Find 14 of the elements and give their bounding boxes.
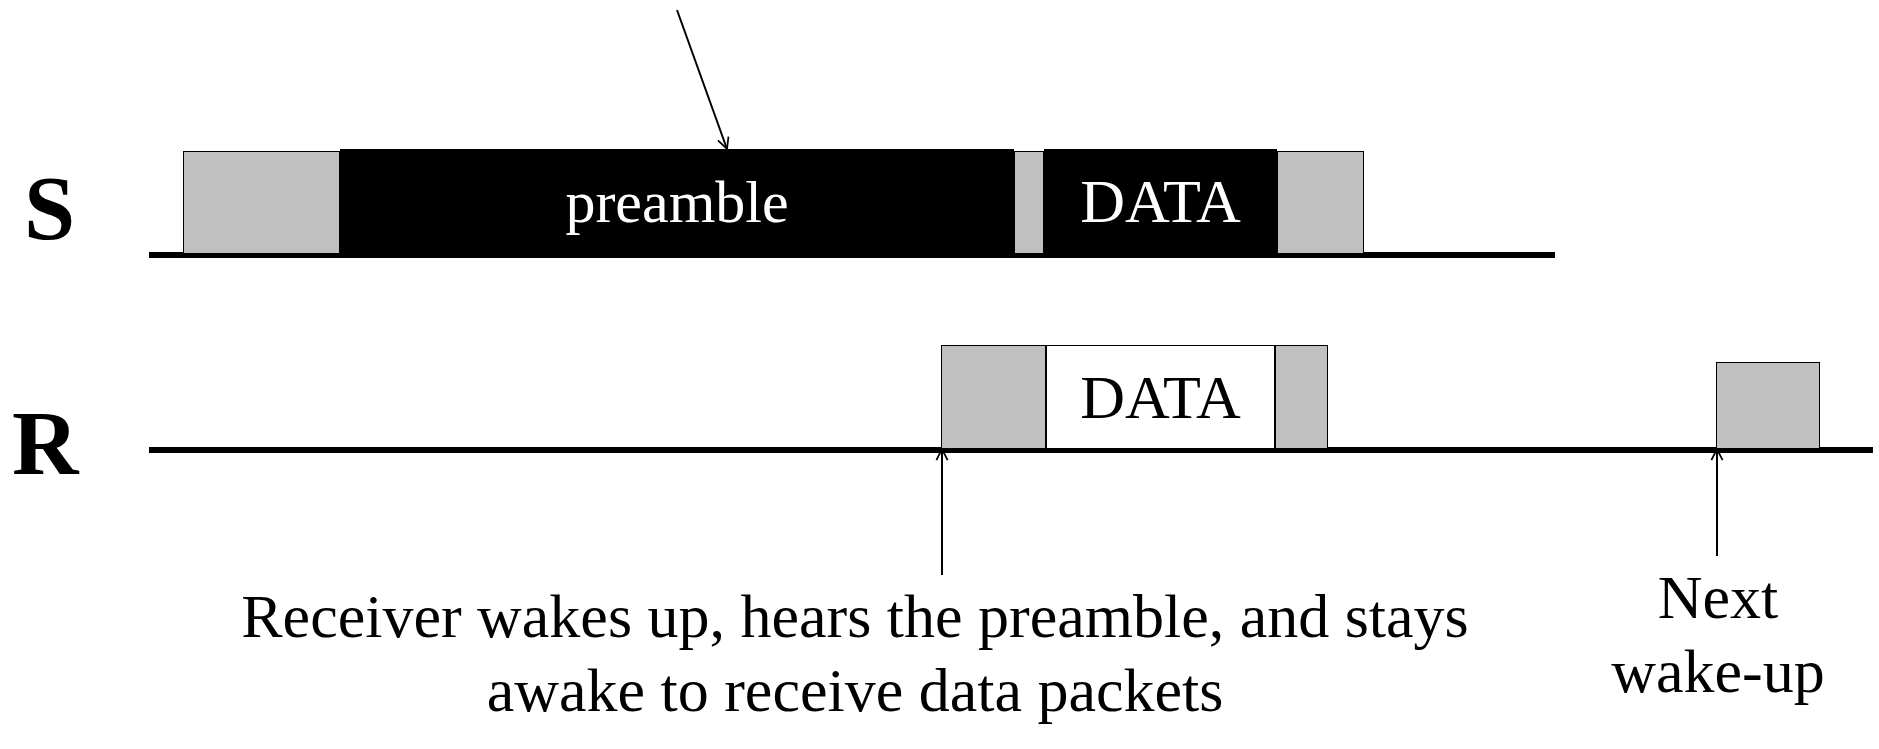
state-box — [183, 151, 340, 254]
row-label: S — [24, 162, 76, 254]
arrow — [676, 9, 730, 150]
state-box — [1716, 362, 1820, 449]
state-box — [1277, 151, 1364, 254]
state-box — [941, 345, 1046, 449]
state-box — [1014, 151, 1044, 254]
packet-box: DATA — [1044, 149, 1277, 254]
packet-box: DATA — [1046, 345, 1275, 449]
state-box — [1275, 345, 1328, 449]
packet-box: preamble — [340, 149, 1014, 254]
row-label: R — [12, 397, 79, 489]
annotation-text: Receiver wakes up, hears the preamble, and stays awake to receive data packets — [240, 580, 1470, 726]
annotation-text: Next wake-up — [1610, 561, 1826, 707]
